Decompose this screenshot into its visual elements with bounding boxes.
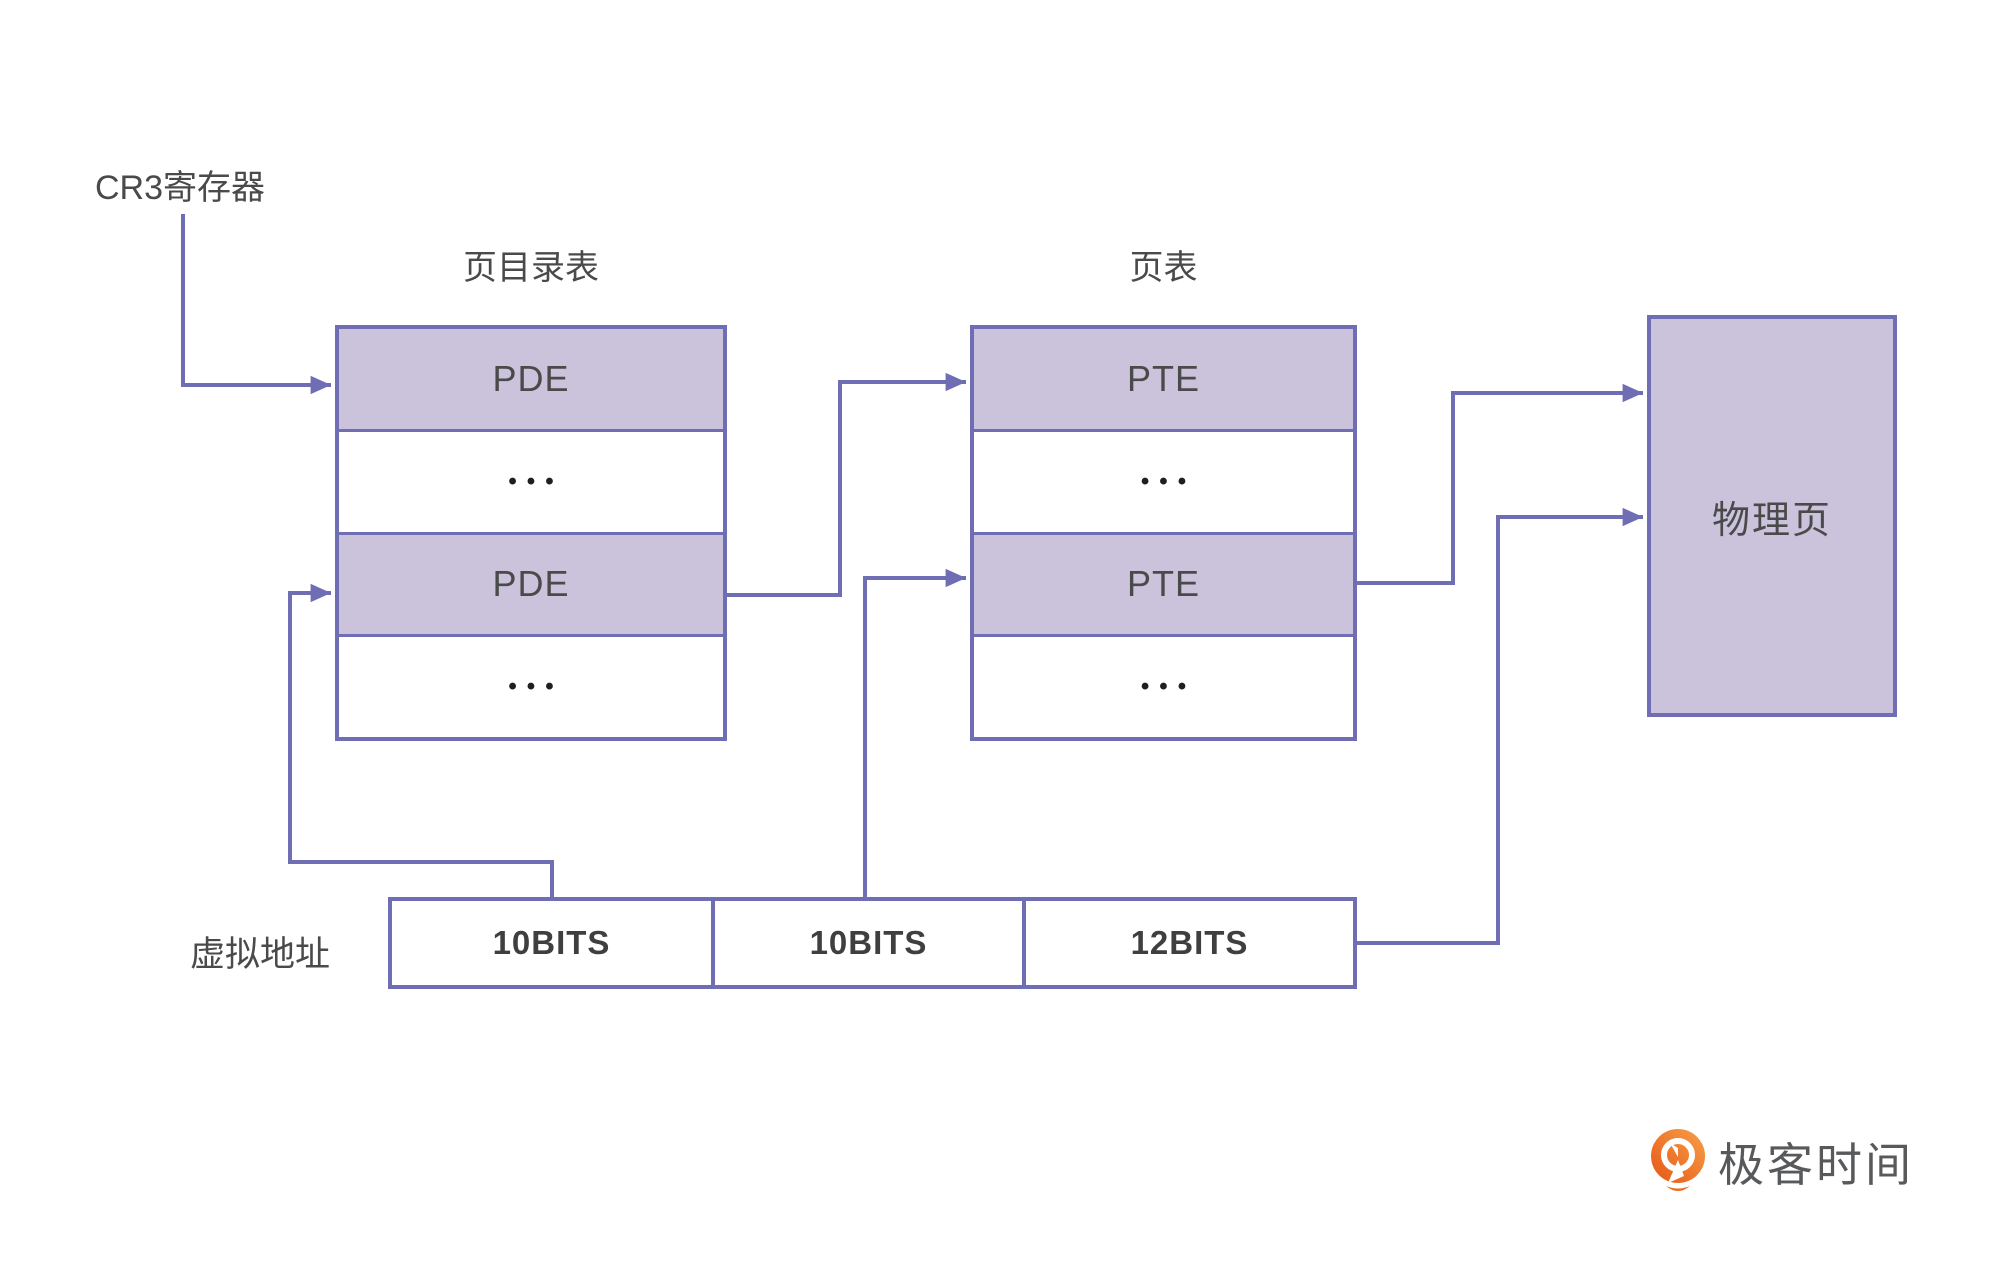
geektime-logo: 极客时间 [1648,1128,1914,1196]
va-field-label: 10BITS [492,924,611,961]
virtual-address-bar: 10BITS 10BITS 12BITS [388,897,1357,989]
ellipsis-label: ••• [1140,673,1197,701]
physical-page-label: 物理页 [1711,499,1832,542]
physical-page-box: 物理页 [1647,315,1897,717]
table-row: PDE [339,329,723,429]
geektime-logo-text: 极客时间 [1718,1139,1914,1191]
page-directory-title: 页目录表 [463,249,599,287]
va-field-offset: 12BITS [1022,901,1353,985]
va-field-label: 12BITS [1130,924,1249,961]
pte-entry-label: PTE [1126,563,1200,605]
arrow-pte2-to-physical-page [1357,383,1644,585]
page-directory-table: PDE ••• PDE ••• [335,325,727,741]
ellipsis-label: ••• [508,467,564,495]
arrow-cr3-to-pde1 [181,214,332,395]
va-field-table-index: 10BITS [711,901,1022,985]
geektime-logo-icon [1651,1129,1705,1191]
table-row: ••• [974,428,1353,532]
table-row: PTE [974,329,1353,429]
page-table-title: 页表 [1129,249,1198,287]
ellipsis-label: ••• [1140,467,1197,495]
va-field-dir-index: 10BITS [392,901,711,985]
table-row: PDE [339,531,723,635]
va-field-label: 10BITS [809,924,928,961]
arrow-va12bits-to-physical-page [1357,507,1644,945]
table-row: ••• [974,634,1353,737]
pde-entry-label: PDE [492,563,570,605]
cr3-register-label: CR3寄存器 [95,169,266,207]
table-row: PTE [974,531,1353,635]
table-row: ••• [339,634,723,737]
arrow-va10bits2-to-pte2 [863,568,967,897]
table-row: ••• [339,428,723,532]
arrow-pde2-to-pte1 [727,372,967,597]
ellipsis-label: ••• [508,673,564,701]
virtual-address-label: 虚拟地址 [190,935,331,974]
pte-entry-label: PTE [1126,357,1200,399]
page-table: PTE ••• PTE ••• [970,325,1357,741]
pde-entry-label: PDE [492,357,570,399]
